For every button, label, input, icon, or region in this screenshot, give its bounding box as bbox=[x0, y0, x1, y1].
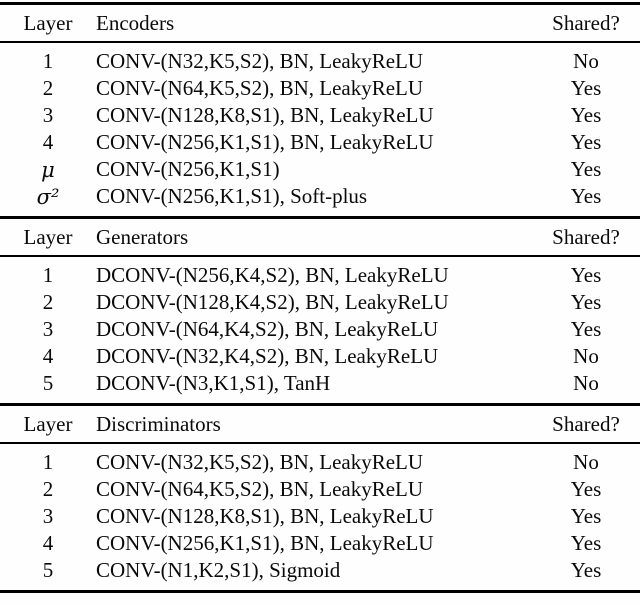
shared-cell: Yes bbox=[570, 558, 602, 582]
section-bottom-rule bbox=[0, 403, 640, 406]
shared-cell: Yes bbox=[570, 157, 602, 181]
section-rows: 1 CONV-(N32,K5,S2), BN, LeakyReLU No 2 C… bbox=[0, 43, 640, 216]
spec-cell: CONV-(N256,K1,S1), BN, LeakyReLU bbox=[96, 531, 434, 555]
section-header-row: Layer Generators Shared? bbox=[0, 219, 640, 255]
table-row: 2 CONV-(N64,K5,S2), BN, LeakyReLU Yes bbox=[0, 476, 640, 503]
table-sections: Layer Encoders Shared? 1 CONV-(N32,K5,S2… bbox=[0, 5, 640, 593]
layer-cell: 4 bbox=[42, 130, 54, 154]
spec-cell: CONV-(N128,K8,S1), BN, LeakyReLU bbox=[96, 103, 434, 127]
section-title: Generators bbox=[96, 224, 189, 249]
shared-cell: Yes bbox=[570, 263, 602, 287]
layer-cell: 3 bbox=[42, 317, 54, 341]
table-section: Layer Encoders Shared? 1 CONV-(N32,K5,S2… bbox=[0, 5, 640, 219]
section-bottom-rule bbox=[0, 216, 640, 219]
table-row: 5 DCONV-(N3,K1,S1), TanH No bbox=[0, 370, 640, 397]
header-bottom-rule bbox=[0, 41, 640, 43]
layer-cell: 1 bbox=[42, 450, 54, 474]
shared-column-header: Shared? bbox=[552, 224, 620, 249]
layer-cell: σ² bbox=[36, 184, 60, 209]
spec-cell: DCONV-(N128,K4,S2), BN, LeakyReLU bbox=[96, 290, 449, 314]
shared-cell: Yes bbox=[570, 504, 602, 528]
table-row: 4 CONV-(N256,K1,S1), BN, LeakyReLU Yes bbox=[0, 530, 640, 557]
layer-cell: 5 bbox=[42, 558, 54, 582]
shared-cell: Yes bbox=[570, 76, 602, 100]
section-bottom-rule bbox=[0, 590, 640, 593]
spec-cell: CONV-(N64,K5,S2), BN, LeakyReLU bbox=[96, 76, 424, 100]
layer-cell: 2 bbox=[42, 477, 54, 501]
layer-cell: 1 bbox=[42, 49, 54, 73]
table-row: 1 CONV-(N32,K5,S2), BN, LeakyReLU No bbox=[0, 449, 640, 476]
spec-cell: CONV-(N1,K2,S1), Sigmoid bbox=[96, 558, 341, 582]
table-row: μ CONV-(N256,K1,S1) Yes bbox=[0, 156, 640, 183]
table-row: σ² CONV-(N256,K1,S1), Soft-plus Yes bbox=[0, 183, 640, 210]
table-row: 2 DCONV-(N128,K4,S2), BN, LeakyReLU Yes bbox=[0, 289, 640, 316]
section-rows: 1 CONV-(N32,K5,S2), BN, LeakyReLU No 2 C… bbox=[0, 444, 640, 590]
spec-cell: CONV-(N32,K5,S2), BN, LeakyReLU bbox=[96, 450, 424, 474]
spec-cell: CONV-(N256,K1,S1), BN, LeakyReLU bbox=[96, 130, 434, 154]
spec-cell: DCONV-(N64,K4,S2), BN, LeakyReLU bbox=[96, 317, 439, 341]
spec-cell: CONV-(N256,K1,S1) bbox=[96, 157, 280, 181]
layer-column-header: Layer bbox=[23, 411, 73, 436]
spec-cell: CONV-(N32,K5,S2), BN, LeakyReLU bbox=[96, 49, 424, 73]
section-title: Discriminators bbox=[96, 411, 221, 436]
shared-cell: Yes bbox=[570, 317, 602, 341]
table-section: Layer Discriminators Shared? 1 CONV-(N32… bbox=[0, 406, 640, 593]
table-top-rule bbox=[0, 2, 640, 5]
table-row: 3 CONV-(N128,K8,S1), BN, LeakyReLU Yes bbox=[0, 503, 640, 530]
layer-cell: 2 bbox=[42, 290, 54, 314]
shared-cell: Yes bbox=[570, 477, 602, 501]
shared-cell: Yes bbox=[570, 531, 602, 555]
spec-cell: DCONV-(N3,K1,S1), TanH bbox=[96, 371, 331, 395]
shared-cell: No bbox=[573, 49, 599, 73]
table-row: 4 CONV-(N256,K1,S1), BN, LeakyReLU Yes bbox=[0, 129, 640, 156]
table-row: 1 CONV-(N32,K5,S2), BN, LeakyReLU No bbox=[0, 48, 640, 75]
header-bottom-rule bbox=[0, 255, 640, 257]
layer-cell: 2 bbox=[42, 76, 54, 100]
spec-cell: DCONV-(N256,K4,S2), BN, LeakyReLU bbox=[96, 263, 449, 287]
shared-cell: No bbox=[573, 371, 599, 395]
shared-cell: Yes bbox=[570, 290, 602, 314]
layer-cell: 1 bbox=[42, 263, 54, 287]
layer-column-header: Layer bbox=[23, 10, 73, 35]
shared-cell: Yes bbox=[570, 184, 602, 208]
shared-column-header: Shared? bbox=[552, 411, 620, 436]
shared-cell: No bbox=[573, 344, 599, 368]
shared-cell: Yes bbox=[570, 130, 602, 154]
layer-cell: μ bbox=[41, 157, 55, 182]
spec-cell: CONV-(N64,K5,S2), BN, LeakyReLU bbox=[96, 477, 424, 501]
spec-cell: CONV-(N128,K8,S1), BN, LeakyReLU bbox=[96, 504, 434, 528]
shared-column-header: Shared? bbox=[552, 10, 620, 35]
table-row: 2 CONV-(N64,K5,S2), BN, LeakyReLU Yes bbox=[0, 75, 640, 102]
spec-cell: CONV-(N256,K1,S1), Soft-plus bbox=[96, 184, 368, 208]
table-row: 5 CONV-(N1,K2,S1), Sigmoid Yes bbox=[0, 557, 640, 584]
section-header-row: Layer Discriminators Shared? bbox=[0, 406, 640, 442]
table-row: 1 DCONV-(N256,K4,S2), BN, LeakyReLU Yes bbox=[0, 262, 640, 289]
layer-column-header: Layer bbox=[23, 224, 73, 249]
table-row: 3 CONV-(N128,K8,S1), BN, LeakyReLU Yes bbox=[0, 102, 640, 129]
layer-cell: 3 bbox=[42, 103, 54, 127]
spec-cell: DCONV-(N32,K4,S2), BN, LeakyReLU bbox=[96, 344, 439, 368]
layer-cell: 5 bbox=[42, 371, 54, 395]
layer-cell: 4 bbox=[42, 344, 54, 368]
section-title: Encoders bbox=[96, 10, 175, 35]
header-bottom-rule bbox=[0, 442, 640, 444]
layer-cell: 3 bbox=[42, 504, 54, 528]
layer-cell: 4 bbox=[42, 531, 54, 555]
table-section: Layer Generators Shared? 1 DCONV-(N256,K… bbox=[0, 219, 640, 406]
shared-cell: Yes bbox=[570, 103, 602, 127]
section-header-row: Layer Encoders Shared? bbox=[0, 5, 640, 41]
table-row: 3 DCONV-(N64,K4,S2), BN, LeakyReLU Yes bbox=[0, 316, 640, 343]
section-rows: 1 DCONV-(N256,K4,S2), BN, LeakyReLU Yes … bbox=[0, 257, 640, 403]
shared-cell: No bbox=[573, 450, 599, 474]
table-row: 4 DCONV-(N32,K4,S2), BN, LeakyReLU No bbox=[0, 343, 640, 370]
